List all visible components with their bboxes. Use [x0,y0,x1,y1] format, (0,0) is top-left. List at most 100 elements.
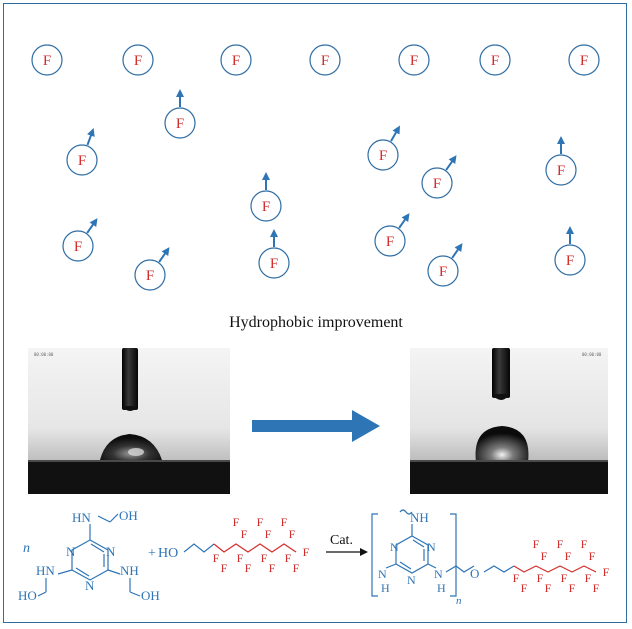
chain-fluorine: F [303,545,310,559]
chain-fluorine: F [269,561,276,575]
fluorine-atom: F [568,44,600,76]
chain-fluorine: F [589,549,596,563]
fluorine-symbol: F [386,234,394,250]
fluorine-atom: F [398,44,430,76]
fluorine-symbol: F [433,176,441,192]
polymer-product: n N N N NH N H N H O [371,509,597,607]
caption-hydrophobic-improvement: Hydrophobic improvement [229,314,403,331]
fluorine-symbol: F [379,148,387,164]
fluorine-symbol: F [557,163,565,179]
ring-nitrogen: N [407,573,416,587]
chain-fluorine: F [513,571,520,585]
chain-fluorine: F [233,515,240,529]
chain-fluorine: F [237,551,244,565]
product-nitrogen: N [434,567,443,581]
chain-fluorine: F [281,515,288,529]
reaction-arrow: Cat. [326,533,368,556]
arrow-head [176,89,184,97]
fluorine-circle [62,230,94,262]
product-hydrogen: H [437,581,446,595]
arrow-head [262,172,270,180]
fluorine-circle [545,154,577,186]
fluorine-symbol: F [78,153,86,169]
hydroxyl-group: HO [18,588,37,603]
stoichiometric-coefficient: n [23,541,30,556]
product-amine: NH [410,510,429,525]
fluorine-atom: F [62,218,98,262]
fluorine-symbol: F [74,239,82,255]
fluorine-symbol: F [262,199,270,215]
repeat-subscript: n [456,595,462,607]
arrow-head [448,155,457,164]
fluorine-symbol: F [491,53,499,69]
chain-fluorine: F [585,571,592,585]
fluorine-atom: F [367,125,400,171]
catalyst-label: Cat. [330,533,353,548]
figure-frame [3,3,627,623]
chain-fluorine: F [245,561,252,575]
chain-fluorine: F [593,581,600,595]
chain-fluorine: F [521,581,528,595]
arrow-head [566,226,574,234]
ring-nitrogen: N [66,544,76,559]
fluorine-atom: F [220,44,252,76]
plus-sign: + [148,546,156,561]
fluorine-circle [398,44,430,76]
amine-group: HN [72,510,91,525]
fluorine-circle [250,190,282,222]
arrow-head [454,243,463,252]
fluorine-symbol: F [439,264,447,280]
fluorine-symbol: F [134,53,142,69]
fluorine-circle [164,107,196,139]
chain-fluorine: F [581,537,588,551]
fluorine-atom: F [164,89,196,139]
droplet-after-image [410,348,608,494]
droplet-before-image [28,348,230,494]
fluorine-circle [427,255,459,287]
contact-angle-photo-before: 00:00:00 [28,348,230,494]
arrow-head [270,229,278,237]
chain-fluorine: F [261,551,268,565]
hydroxyl-group: OH [141,588,160,603]
fluorine-atom: F [421,155,457,199]
fluorine-circle [568,44,600,76]
contact-angle-photo-after: 00:00:00 [410,348,608,494]
fluorine-atom: F [66,128,98,176]
chain-fluorine: F [293,561,300,575]
fluorine-atom: F [554,226,586,276]
ring-nitrogen: N [85,578,95,593]
fluorine-atom: F [134,247,170,291]
fluorine-atom: F [122,44,154,76]
arrow-head [161,247,170,256]
ring-nitrogen: N [390,540,399,554]
fluorine-circle [258,247,290,279]
fluorine-circle [31,44,63,76]
fluorine-atom: F [545,136,577,186]
fluorine-atom: F [479,44,511,76]
fluorine-symbol: F [580,53,588,69]
melamine-reactant: n N N N HN OH HN HO NH OH + [18,508,160,603]
fluorine-circle [122,44,154,76]
fluorine-atom: F [309,44,341,76]
chain-fluorine: F [265,527,272,541]
timestamp-label-before: 00:00:00 [34,352,54,357]
timestamp-label-after: 00:00:00 [582,352,602,357]
fluorine-symbol: F [321,53,329,69]
hydroxyl-group: OH [119,508,138,523]
fluorine-atom: F [258,229,290,279]
alcohol-head: HO [158,546,178,561]
chain-fluorine: F [213,551,220,565]
fluorine-circle [309,44,341,76]
fluorine-symbol: F [232,53,240,69]
ring-nitrogen: N [427,540,436,554]
chain-fluorine: F [289,527,296,541]
arrow-head [557,136,565,144]
chain-fluorine: F [241,527,248,541]
fluorine-circle [66,144,98,176]
fluorine-atom: F [31,44,63,76]
chain-fluorine: F [569,581,576,595]
chain-fluorine: F [285,551,292,565]
fluoroalcohol-reactant: HO [158,543,297,561]
arrow-head [392,125,400,135]
